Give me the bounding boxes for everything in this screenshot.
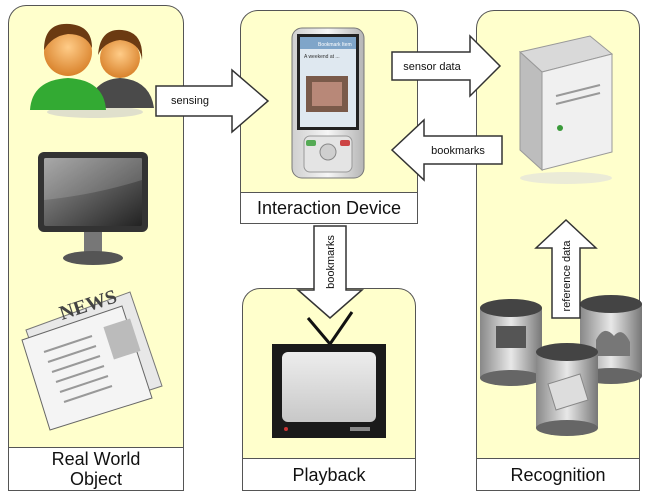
people-icon: [30, 23, 154, 118]
sensor-data-arrow-label: sensor data: [403, 61, 461, 73]
interaction-device-label-text: Interaction Device: [256, 198, 402, 218]
playback-label: Playback: [242, 458, 416, 491]
sensor-data-arrow: sensor data: [391, 34, 502, 98]
reference-data-arrow: reference data: [534, 218, 598, 319]
monitor-icon: [38, 152, 148, 265]
interaction-device-label: Interaction Device: [240, 192, 418, 224]
phone-screen-header: Bookmark Item: [318, 42, 352, 48]
server-icon: [518, 35, 614, 184]
recognition-label-text: Recognition: [510, 464, 606, 485]
reference-data-arrow-label: reference data: [561, 240, 573, 312]
bookmarks-down-arrow: bookmarks: [296, 225, 364, 319]
playback-label-text: Playback: [292, 464, 366, 485]
bookmarks-back-arrow-label: bookmarks: [431, 145, 485, 157]
recognition-label: Recognition: [476, 458, 640, 491]
real-world-label-text: Real World Object: [51, 449, 141, 489]
newspaper-icon: NEWS: [21, 286, 163, 431]
sensing-arrow: sensing: [155, 68, 270, 134]
sensing-arrow-label: sensing: [171, 95, 209, 107]
bookmarks-back-arrow: bookmarks: [390, 118, 503, 182]
tv-icon: [272, 311, 386, 438]
bookmarks-down-arrow-label: bookmarks: [325, 235, 337, 289]
real-world-label: Real World Object: [8, 447, 184, 491]
database-bins-icon: [480, 295, 642, 436]
phone-icon: Bookmark Item A weekend at ...: [291, 27, 365, 179]
phone-screen-line: A weekend at ...: [304, 54, 340, 60]
